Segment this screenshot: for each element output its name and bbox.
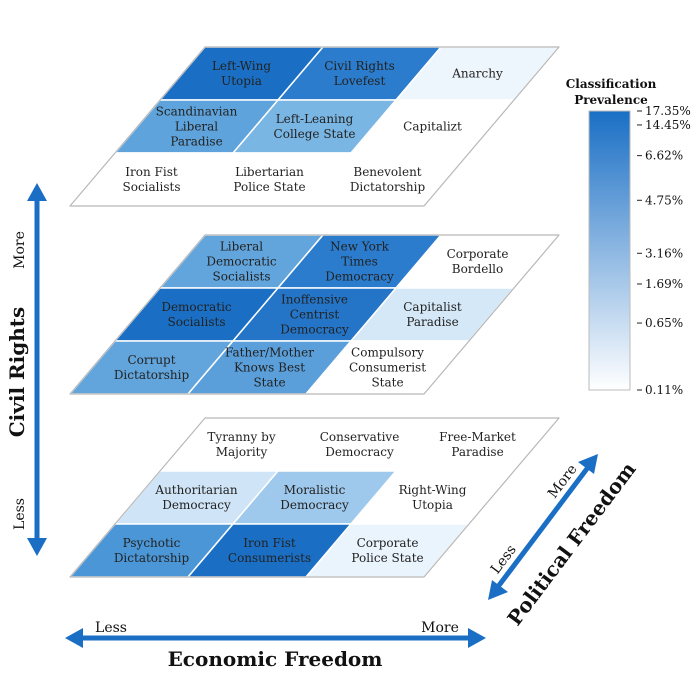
legend-tick-label: 0.65% [645, 316, 683, 330]
political-freedom-arrow-head-up [578, 454, 598, 474]
civil-rights-axis: More Less Civil Rights [5, 183, 47, 556]
legend-tick-label: 0.11% [645, 383, 683, 397]
legend-title-line2: Prevalence [574, 93, 648, 107]
economic-freedom-less-label: Less [95, 620, 127, 636]
economic-freedom-arrow-head-left [65, 628, 83, 648]
civil-rights-arrow-head-up [27, 183, 47, 201]
political-freedom-arrow-shaft [495, 464, 591, 590]
legend-ticks: 17.35%14.45% 6.62% 4.75% 3.16% 1.69% 0.65% 0.1… [637, 104, 691, 397]
civil-rights-title: Civil Rights [5, 307, 29, 438]
layer-outline [69, 417, 560, 578]
legend-title-line1: Classification [566, 77, 657, 91]
economic-freedom-axis: Less More Economic Freedom [65, 620, 486, 671]
political-freedom-arrow-head-down [488, 580, 508, 600]
cell-label: Anarchy [451, 67, 503, 81]
legend-tick-label: 14.45% [645, 118, 691, 132]
civil-rights-arrow-head-down [27, 538, 47, 556]
layer-outline [69, 234, 560, 395]
political-freedom-less-label: Less [488, 542, 520, 577]
political-freedom-axis: More Less Political Freedom [488, 454, 641, 630]
legend-tick-label: 1.69% [645, 277, 683, 291]
legend-tick-label: 3.16% [645, 246, 683, 260]
economic-freedom-more-label: More [421, 620, 459, 636]
legend-tick-label: 17.35% [645, 104, 691, 118]
economic-freedom-title: Economic Freedom [168, 647, 383, 671]
legend: Classification Prevalence 17.35%14.45% 6.… [566, 77, 691, 397]
economic-freedom-arrow-head-right [468, 628, 486, 648]
layer-outline [69, 46, 560, 207]
legend-tick-label: 6.62% [645, 149, 683, 163]
cell-label: Capitalizt [403, 120, 462, 134]
legend-tick-label: 4.75% [645, 193, 683, 207]
civil-rights-less-label: Less [12, 498, 28, 530]
legend-color-bar [588, 110, 631, 391]
civil-rights-more-label: More [12, 231, 28, 269]
